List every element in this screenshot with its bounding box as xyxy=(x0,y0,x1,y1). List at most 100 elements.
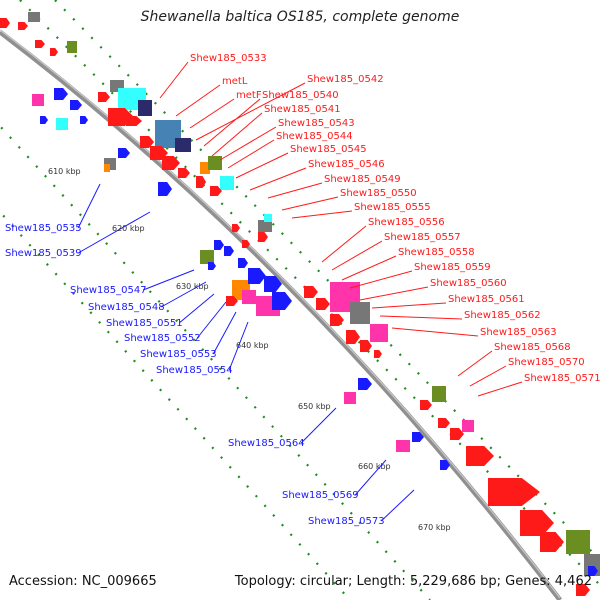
gene-label-red[interactable]: Shew185_0563 xyxy=(480,327,557,338)
gene-label-red[interactable]: Shew185_0550 xyxy=(340,188,417,199)
gene-feature[interactable] xyxy=(264,276,282,292)
gene-feature[interactable] xyxy=(196,176,206,188)
gene-label-blue[interactable]: Shew185_0551 xyxy=(106,318,183,329)
gene-feature[interactable] xyxy=(178,168,190,178)
gene-feature[interactable] xyxy=(248,268,266,284)
gene-feature[interactable] xyxy=(466,446,494,466)
gene-feature[interactable] xyxy=(224,246,234,256)
gene-feature[interactable] xyxy=(304,286,318,298)
gene-label-blue[interactable]: Shew185_0539 xyxy=(5,248,82,259)
gene-label-blue[interactable]: Shew185_0554 xyxy=(156,365,233,376)
gene-label-blue[interactable]: Shew185_0564 xyxy=(228,438,305,449)
gene-feature[interactable] xyxy=(54,88,68,100)
gene-feature[interactable] xyxy=(344,392,356,404)
gene-feature[interactable] xyxy=(67,41,77,53)
gene-feature[interactable] xyxy=(316,298,330,310)
gene-label-blue[interactable]: Shew185_0553 xyxy=(140,349,217,360)
gene-feature[interactable] xyxy=(438,418,450,428)
gene-label-blue[interactable]: Shew185_0552 xyxy=(124,333,201,344)
gene-label-blue[interactable]: Shew185_0569 xyxy=(282,490,359,501)
gene-label-red[interactable]: metF xyxy=(236,90,262,101)
gene-feature[interactable] xyxy=(138,100,152,116)
gene-feature[interactable] xyxy=(264,214,272,222)
gene-feature[interactable] xyxy=(118,148,130,158)
gene-feature[interactable] xyxy=(360,340,372,352)
gene-feature[interactable] xyxy=(432,386,446,402)
gene-feature[interactable] xyxy=(140,136,154,148)
gene-feature[interactable] xyxy=(175,138,191,152)
gene-feature[interactable] xyxy=(370,324,388,342)
gene-label-red[interactable]: Shew185_0556 xyxy=(368,217,445,228)
gene-label-blue[interactable]: Shew185_0535 xyxy=(5,223,82,234)
gene-feature[interactable] xyxy=(242,240,250,248)
gene-feature[interactable] xyxy=(462,420,474,432)
gene-feature[interactable] xyxy=(98,92,110,102)
gene-label-red[interactable]: metL xyxy=(222,76,248,87)
gene-feature[interactable] xyxy=(208,156,222,170)
gene-label-red[interactable]: Shew185_0549 xyxy=(324,174,401,185)
gene-feature[interactable] xyxy=(28,12,40,22)
gene-label-red[interactable]: Shew185_0560 xyxy=(430,278,507,289)
gene-label-red[interactable]: Shew185_0561 xyxy=(448,294,525,305)
gene-feature[interactable] xyxy=(420,400,432,410)
gene-feature[interactable] xyxy=(258,220,272,232)
gene-label-red[interactable]: Shew185_0543 xyxy=(278,118,355,129)
gene-feature[interactable] xyxy=(70,100,82,110)
gene-feature[interactable] xyxy=(488,478,540,506)
gene-feature[interactable] xyxy=(226,296,238,306)
gene-label-red[interactable]: Shew185_0562 xyxy=(464,310,541,321)
gene-feature[interactable] xyxy=(214,240,224,250)
gene-feature[interactable] xyxy=(200,250,214,264)
gene-label-red[interactable]: Shew185_0568 xyxy=(494,342,571,353)
gene-feature[interactable] xyxy=(238,258,248,268)
gene-label-red[interactable]: Shew185_0533 xyxy=(190,53,267,64)
gene-label-red[interactable]: Shew185_0571 xyxy=(524,373,600,384)
gene-feature[interactable] xyxy=(50,48,58,56)
gene-label-blue[interactable]: Shew185_0573 xyxy=(308,516,385,527)
gene-feature[interactable] xyxy=(162,156,180,170)
gene-feature[interactable] xyxy=(358,378,372,390)
gene-feature[interactable] xyxy=(40,116,48,124)
gene-label-red[interactable]: Shew185_0542 xyxy=(307,74,384,85)
gene-feature[interactable] xyxy=(272,292,292,310)
gene-feature[interactable] xyxy=(450,428,464,440)
gene-feature[interactable] xyxy=(232,224,240,232)
gene-feature[interactable] xyxy=(576,584,590,596)
gene-feature[interactable] xyxy=(520,510,554,536)
gene-feature[interactable] xyxy=(242,290,256,304)
gene-feature[interactable] xyxy=(0,18,10,28)
gene-feature[interactable] xyxy=(258,232,268,242)
gene-feature[interactable] xyxy=(210,186,222,196)
gene-label-red[interactable]: Shew185_0558 xyxy=(398,247,475,258)
gene-label-red[interactable]: Shew185_0555 xyxy=(354,202,431,213)
gene-label-red[interactable]: Shew185_0570 xyxy=(508,357,585,368)
gene-label-red[interactable]: Shew185_0540 xyxy=(262,90,339,101)
gene-feature[interactable] xyxy=(18,22,28,30)
gene-label-blue[interactable]: Shew185_0548 xyxy=(88,302,165,313)
gene-feature[interactable] xyxy=(540,532,564,552)
gene-label-red[interactable]: Shew185_0559 xyxy=(414,262,491,273)
gene-feature[interactable] xyxy=(588,566,598,576)
gene-label-red[interactable]: Shew185_0557 xyxy=(384,232,461,243)
gene-feature[interactable] xyxy=(440,460,450,470)
gene-feature[interactable] xyxy=(56,118,68,130)
gene-feature[interactable] xyxy=(220,176,234,190)
gene-feature[interactable] xyxy=(126,116,142,126)
gene-feature[interactable] xyxy=(158,182,172,196)
gene-label-red[interactable]: Shew185_0544 xyxy=(276,131,353,142)
gene-feature[interactable] xyxy=(104,164,110,172)
gene-label-blue[interactable]: Shew185_0547 xyxy=(70,285,147,296)
gene-feature[interactable] xyxy=(35,40,45,48)
gene-feature[interactable] xyxy=(346,330,360,344)
gene-feature[interactable] xyxy=(208,262,216,270)
gene-feature[interactable] xyxy=(374,350,382,358)
gene-feature[interactable] xyxy=(396,440,410,452)
gene-feature[interactable] xyxy=(350,302,370,324)
gene-feature[interactable] xyxy=(80,116,88,124)
gene-feature[interactable] xyxy=(566,530,590,554)
gene-label-red[interactable]: Shew185_0546 xyxy=(308,159,385,170)
gene-label-red[interactable]: Shew185_0541 xyxy=(264,104,341,115)
gene-feature[interactable] xyxy=(412,432,424,442)
gene-feature[interactable] xyxy=(200,162,210,174)
gene-feature[interactable] xyxy=(32,94,44,106)
